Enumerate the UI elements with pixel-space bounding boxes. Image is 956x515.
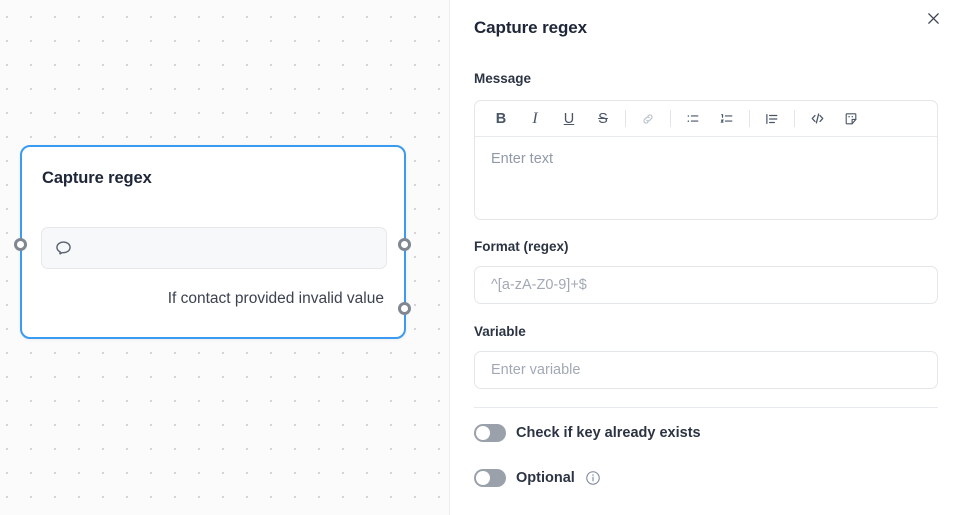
sticker-icon[interactable] xyxy=(834,104,868,134)
bold-icon[interactable]: B xyxy=(495,110,507,127)
speech-bubble-icon xyxy=(54,239,73,258)
info-icon[interactable] xyxy=(585,470,601,486)
editor-toolbar: B I U S xyxy=(475,101,937,137)
code-icon[interactable] xyxy=(800,104,834,134)
format-regex-input[interactable] xyxy=(474,266,938,304)
italic-icon[interactable]: I xyxy=(532,109,538,127)
check-if-key-already-exists-toggle[interactable] xyxy=(474,424,506,442)
variable-input[interactable] xyxy=(474,351,938,389)
message-label: Message xyxy=(474,71,532,86)
format-regex-label: Format (regex) xyxy=(474,239,569,254)
section-divider xyxy=(474,407,938,408)
optional-label: Optional xyxy=(516,470,575,486)
toggle-knob xyxy=(476,471,490,485)
message-editor-placeholder[interactable]: Enter text xyxy=(491,151,554,167)
link-icon[interactable] xyxy=(631,104,665,134)
optional-toggle[interactable] xyxy=(474,469,506,487)
bulleted-list-icon[interactable] xyxy=(676,104,710,134)
numbered-list-icon[interactable] xyxy=(710,104,744,134)
node-handle-input[interactable] xyxy=(14,238,27,251)
toggle-row-optional: Optional xyxy=(474,469,601,487)
toolbar-divider xyxy=(670,110,671,127)
properties-panel: Capture regex Message B I U S xyxy=(449,0,956,515)
message-rich-text-editor[interactable]: B I U S xyxy=(474,100,938,220)
toggle-row-check-if-key-already-exists: Check if key already exists xyxy=(474,424,701,442)
flow-canvas[interactable]: Capture regex If contact provided invali… xyxy=(0,0,449,515)
underline-icon[interactable]: U xyxy=(563,110,575,127)
flow-node-branch-label: If contact provided invalid value xyxy=(167,290,384,307)
flow-node-capture-regex[interactable]: Capture regex If contact provided invali… xyxy=(20,145,406,339)
panel-title: Capture regex xyxy=(474,18,588,37)
close-icon[interactable] xyxy=(921,6,945,30)
toolbar-divider xyxy=(625,110,626,127)
flow-node-title: Capture regex xyxy=(42,169,152,187)
toolbar-divider xyxy=(794,110,795,127)
node-handle-output-main[interactable] xyxy=(398,238,411,251)
toolbar-divider xyxy=(749,110,750,127)
check-if-key-already-exists-label: Check if key already exists xyxy=(516,425,701,441)
strikethrough-icon[interactable]: S xyxy=(598,110,608,127)
toggle-knob xyxy=(476,426,490,440)
variable-label: Variable xyxy=(474,324,526,339)
flow-node-message-field[interactable] xyxy=(41,227,387,269)
node-handle-output-invalid[interactable] xyxy=(398,302,411,315)
blockquote-icon[interactable] xyxy=(755,104,789,134)
